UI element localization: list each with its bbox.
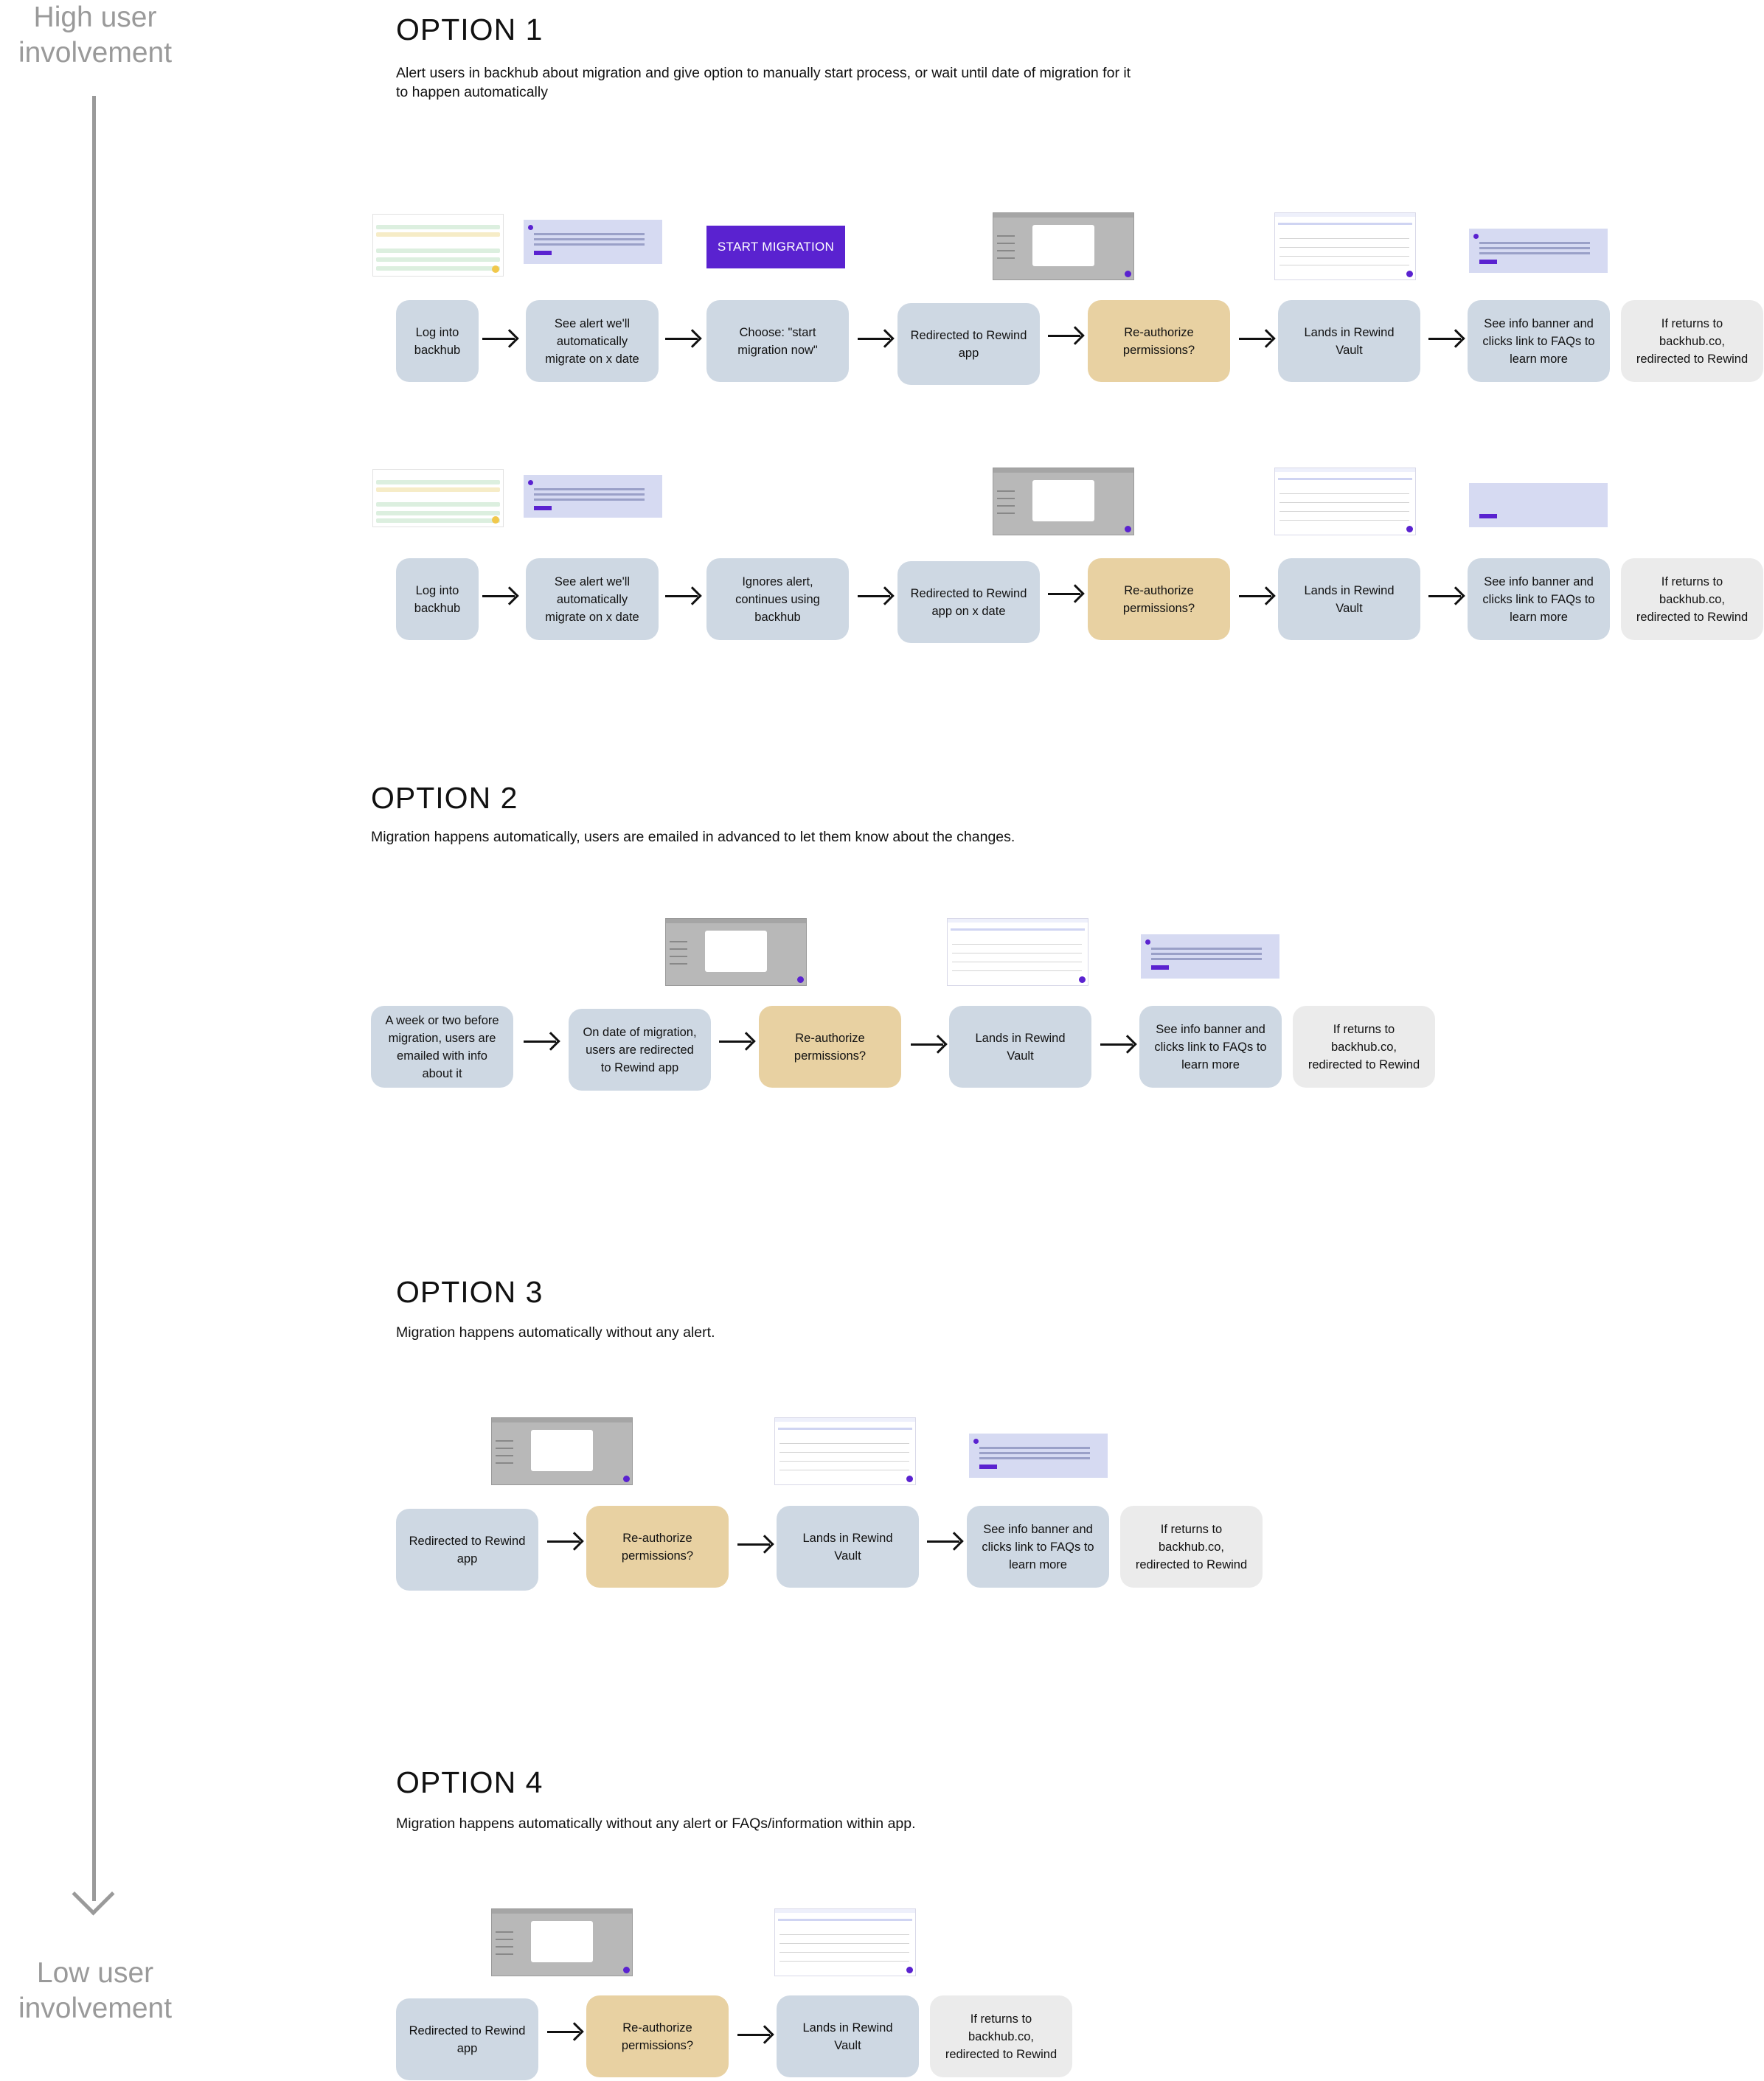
option3-title: OPTION 3 xyxy=(396,1275,544,1309)
step-redirected-on-date: On date of migration, users are redirect… xyxy=(569,1009,711,1091)
arrow-right-icon xyxy=(547,2023,583,2041)
backhub-screenshot-thumbnail xyxy=(372,214,504,277)
rewind-vault-thumbnail xyxy=(1274,212,1416,280)
option1-title: OPTION 1 xyxy=(396,13,544,46)
arrow-right-icon xyxy=(737,2026,773,2044)
step-redirected-to-rewind: Redirected to Rewind app xyxy=(897,303,1040,385)
arrow-right-icon xyxy=(665,588,701,605)
reauthorize-modal-thumbnail xyxy=(491,1908,633,1976)
axis-arrow-down-icon xyxy=(72,1872,115,1916)
step-see-info-banner: See info banner and clicks link to FAQs … xyxy=(1468,300,1610,382)
arrow-right-icon xyxy=(737,1536,773,1554)
step-lands-in-rewind-vault: Lands in Rewind Vault xyxy=(1278,558,1420,640)
arrow-right-icon xyxy=(1428,330,1464,348)
outcome-returns-to-backhub: If returns to backhub.co, redirected to … xyxy=(1621,558,1763,640)
reauthorize-modal-thumbnail xyxy=(993,468,1134,535)
step-lands-in-rewind-vault: Lands in Rewind Vault xyxy=(1278,300,1420,382)
decision-reauthorize-permissions: Re-authorize permissions? xyxy=(1088,300,1230,382)
arrow-right-icon xyxy=(1100,1036,1136,1054)
step-see-info-banner: See info banner and clicks link to FAQs … xyxy=(1139,1006,1282,1088)
arrow-right-icon xyxy=(927,1533,962,1551)
step-redirected-to-rewind: Redirected to Rewind app xyxy=(396,1998,538,2080)
rewind-vault-thumbnail xyxy=(1274,468,1416,535)
axis-top-label: High user involvement xyxy=(18,1,173,69)
rewind-vault-thumbnail xyxy=(947,918,1088,986)
decision-reauthorize-permissions: Re-authorize permissions? xyxy=(586,1995,729,2077)
arrow-right-icon xyxy=(1428,588,1464,605)
alert-banner-thumbnail xyxy=(524,220,662,264)
alert-banner-thumbnail xyxy=(524,475,662,518)
arrow-right-icon xyxy=(482,330,518,348)
step-see-alert: See alert we'll automatically migrate on… xyxy=(526,300,659,382)
step-see-alert: See alert we'll automatically migrate on… xyxy=(526,558,659,640)
arrow-right-icon xyxy=(547,1533,583,1551)
step-lands-in-rewind-vault: Lands in Rewind Vault xyxy=(949,1006,1091,1088)
step-lands-in-rewind-vault: Lands in Rewind Vault xyxy=(777,1995,919,2077)
outcome-returns-to-backhub: If returns to backhub.co, redirected to … xyxy=(1621,300,1763,382)
option1-description: Alert users in backhub about migration a… xyxy=(396,65,1131,100)
step-see-info-banner: See info banner and clicks link to FAQs … xyxy=(1468,558,1610,640)
start-migration-button[interactable]: START MIGRATION xyxy=(706,226,845,268)
step-ignores-alert: Ignores alert, continues using backhub xyxy=(706,558,849,640)
rewind-vault-thumbnail xyxy=(774,1417,916,1485)
step-log-into-backhub: Log into backhub xyxy=(396,558,479,640)
decision-reauthorize-permissions: Re-authorize permissions? xyxy=(1088,558,1230,640)
step-see-info-banner: See info banner and clicks link to FAQs … xyxy=(967,1506,1109,1588)
reauthorize-modal-thumbnail xyxy=(665,918,807,986)
outcome-returns-to-backhub: If returns to backhub.co, redirected to … xyxy=(1120,1506,1263,1588)
option4-description: Migration happens automatically without … xyxy=(396,1816,916,1832)
backhub-screenshot-thumbnail xyxy=(372,469,504,527)
option2-description: Migration happens automatically, users a… xyxy=(371,829,1015,845)
arrow-right-icon xyxy=(858,330,893,348)
decision-reauthorize-permissions: Re-authorize permissions? xyxy=(586,1506,729,1588)
rewind-vault-thumbnail xyxy=(774,1908,916,1976)
reauthorize-modal-thumbnail xyxy=(993,212,1134,280)
arrow-right-icon xyxy=(1048,327,1083,345)
info-banner-thumbnail xyxy=(1141,934,1279,979)
outcome-returns-to-backhub: If returns to backhub.co, redirected to … xyxy=(930,1995,1072,2077)
involvement-axis xyxy=(92,96,96,1901)
arrow-right-icon xyxy=(524,1033,559,1051)
arrow-right-icon xyxy=(665,330,701,348)
reauthorize-modal-thumbnail xyxy=(491,1417,633,1485)
step-users-emailed: A week or two before migration, users ar… xyxy=(371,1006,513,1088)
arrow-right-icon xyxy=(1048,586,1083,603)
step-log-into-backhub: Log into backhub xyxy=(396,300,479,382)
arrow-right-icon xyxy=(1239,588,1274,605)
outcome-returns-to-backhub: If returns to backhub.co, redirected to … xyxy=(1293,1006,1435,1088)
decision-reauthorize-permissions: Re-authorize permissions? xyxy=(759,1006,901,1088)
step-redirected-to-rewind: Redirected to Rewind app xyxy=(396,1509,538,1591)
info-banner-thumbnail xyxy=(1469,483,1608,527)
arrow-right-icon xyxy=(911,1036,946,1054)
step-choose-start-migration: Choose: "start migration now" xyxy=(706,300,849,382)
arrow-right-icon xyxy=(1239,330,1274,348)
info-banner-thumbnail xyxy=(969,1434,1108,1478)
arrow-right-icon xyxy=(719,1033,754,1051)
axis-bottom-label: Low user involvement xyxy=(18,1957,173,2024)
arrow-right-icon xyxy=(482,588,518,605)
info-banner-thumbnail xyxy=(1469,229,1608,273)
option2-title: OPTION 2 xyxy=(371,781,518,815)
option4-title: OPTION 4 xyxy=(396,1765,544,1799)
step-lands-in-rewind-vault: Lands in Rewind Vault xyxy=(777,1506,919,1588)
step-redirected-on-date: Redirected to Rewind app on x date xyxy=(897,561,1040,643)
option3-description: Migration happens automatically without … xyxy=(396,1324,715,1341)
arrow-right-icon xyxy=(858,588,893,605)
